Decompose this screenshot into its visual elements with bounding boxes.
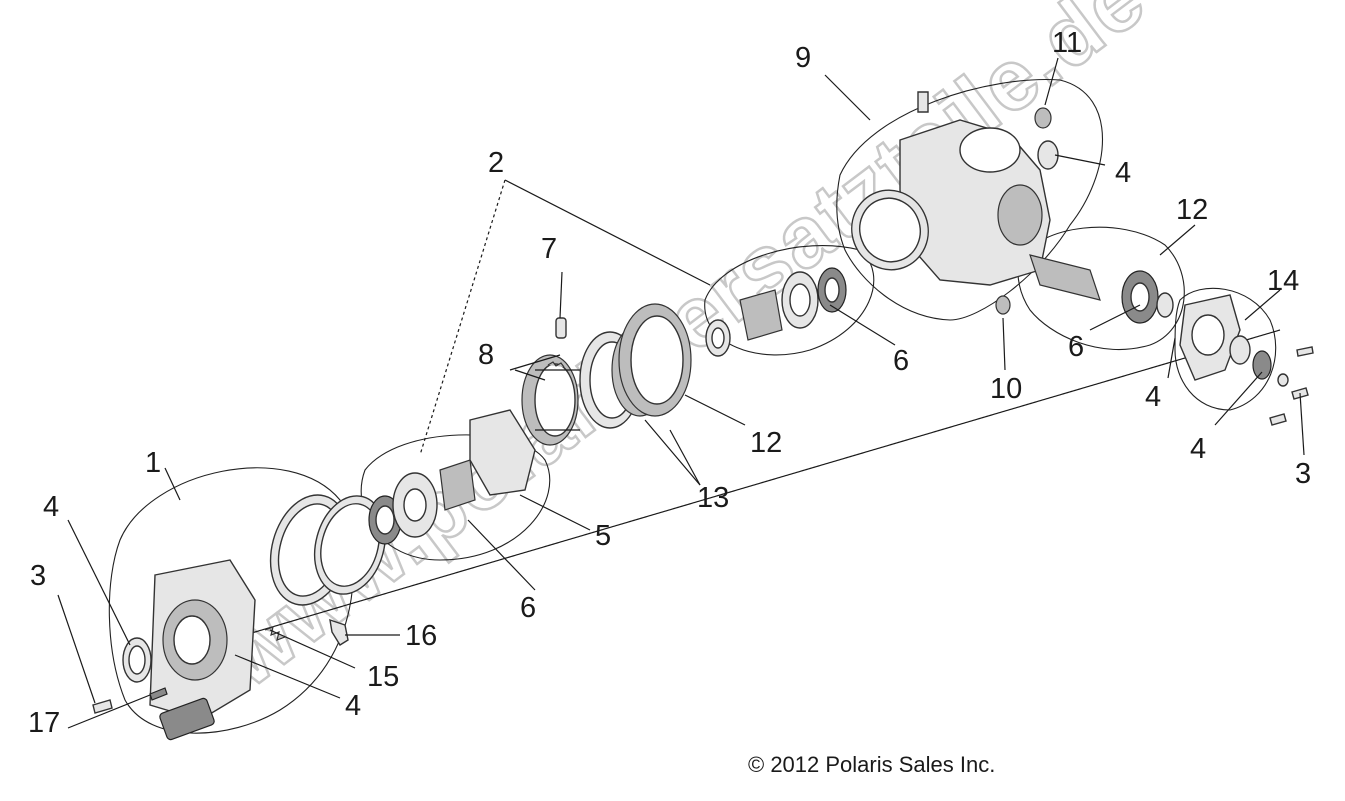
blob-1-housing <box>108 467 354 734</box>
part-1-housing-cover <box>149 559 256 741</box>
label-2: 2 <box>488 147 504 179</box>
part-9-gear-case <box>851 119 1051 286</box>
label-12-mid: 12 <box>750 427 782 459</box>
label-9: 9 <box>795 42 811 74</box>
label-6-right: 6 <box>1068 331 1084 363</box>
label-6-lower: 6 <box>520 592 536 624</box>
label-1: 1 <box>145 447 161 479</box>
part-4-seal-left-inner <box>128 645 146 675</box>
blob-12-shaft <box>1017 226 1185 350</box>
label-4-cover: 4 <box>1145 381 1161 413</box>
part-6-bearing-upper <box>705 267 847 357</box>
label-4-case: 4 <box>1115 157 1131 189</box>
part-16-clip <box>329 618 349 646</box>
label-7: 7 <box>541 233 557 265</box>
part-labels: 1 2 3 4 17 4 15 16 6 5 13 12 8 7 6 9 11 … <box>28 27 1311 739</box>
label-11: 11 <box>1052 27 1082 59</box>
label-12-right: 12 <box>1176 194 1208 226</box>
part-10-drain-plug <box>995 295 1011 315</box>
part-3-bolt-left <box>92 699 113 714</box>
label-14: 14 <box>1267 265 1299 297</box>
label-6-upper: 6 <box>893 345 909 377</box>
part-fitting-top <box>917 91 929 113</box>
blob-14-cover <box>1174 287 1277 411</box>
part-8-spring <box>547 361 565 368</box>
label-4-right: 4 <box>1190 433 1206 465</box>
part-14-end-cover <box>1179 294 1272 381</box>
part-17-pin <box>149 687 168 701</box>
label-10: 10 <box>990 373 1022 405</box>
blob-2-upper <box>704 245 875 356</box>
part-5-plate <box>469 409 536 496</box>
part-ring-pair <box>269 494 386 606</box>
label-3-right: 3 <box>1295 458 1311 490</box>
leader-lines <box>57 57 1305 729</box>
copyright-notice: © 2012 Polaris Sales Inc. <box>748 752 996 777</box>
part-12-ring-gear <box>618 303 692 417</box>
label-13: 13 <box>697 482 729 514</box>
part-6-bearing-lower <box>368 459 476 545</box>
label-15: 15 <box>367 661 399 693</box>
assembly-axis-line <box>159 329 1281 661</box>
label-5: 5 <box>595 520 611 552</box>
part-3-bolt-right-1 <box>1296 346 1314 357</box>
label-4-bottom: 4 <box>345 690 361 722</box>
label-17: 17 <box>28 707 60 739</box>
blob-9-case <box>836 78 1103 321</box>
label-16: 16 <box>405 620 437 652</box>
part-3-bolt-right-3 <box>1269 413 1287 426</box>
part-washer-right <box>1277 373 1289 387</box>
label-8: 8 <box>478 339 494 371</box>
label-4-left: 4 <box>43 491 59 523</box>
part-7-pin <box>555 317 567 339</box>
part-12-pinion-shaft <box>1029 254 1174 324</box>
part-11-plug <box>1034 107 1052 129</box>
label-3-left: 3 <box>30 560 46 592</box>
